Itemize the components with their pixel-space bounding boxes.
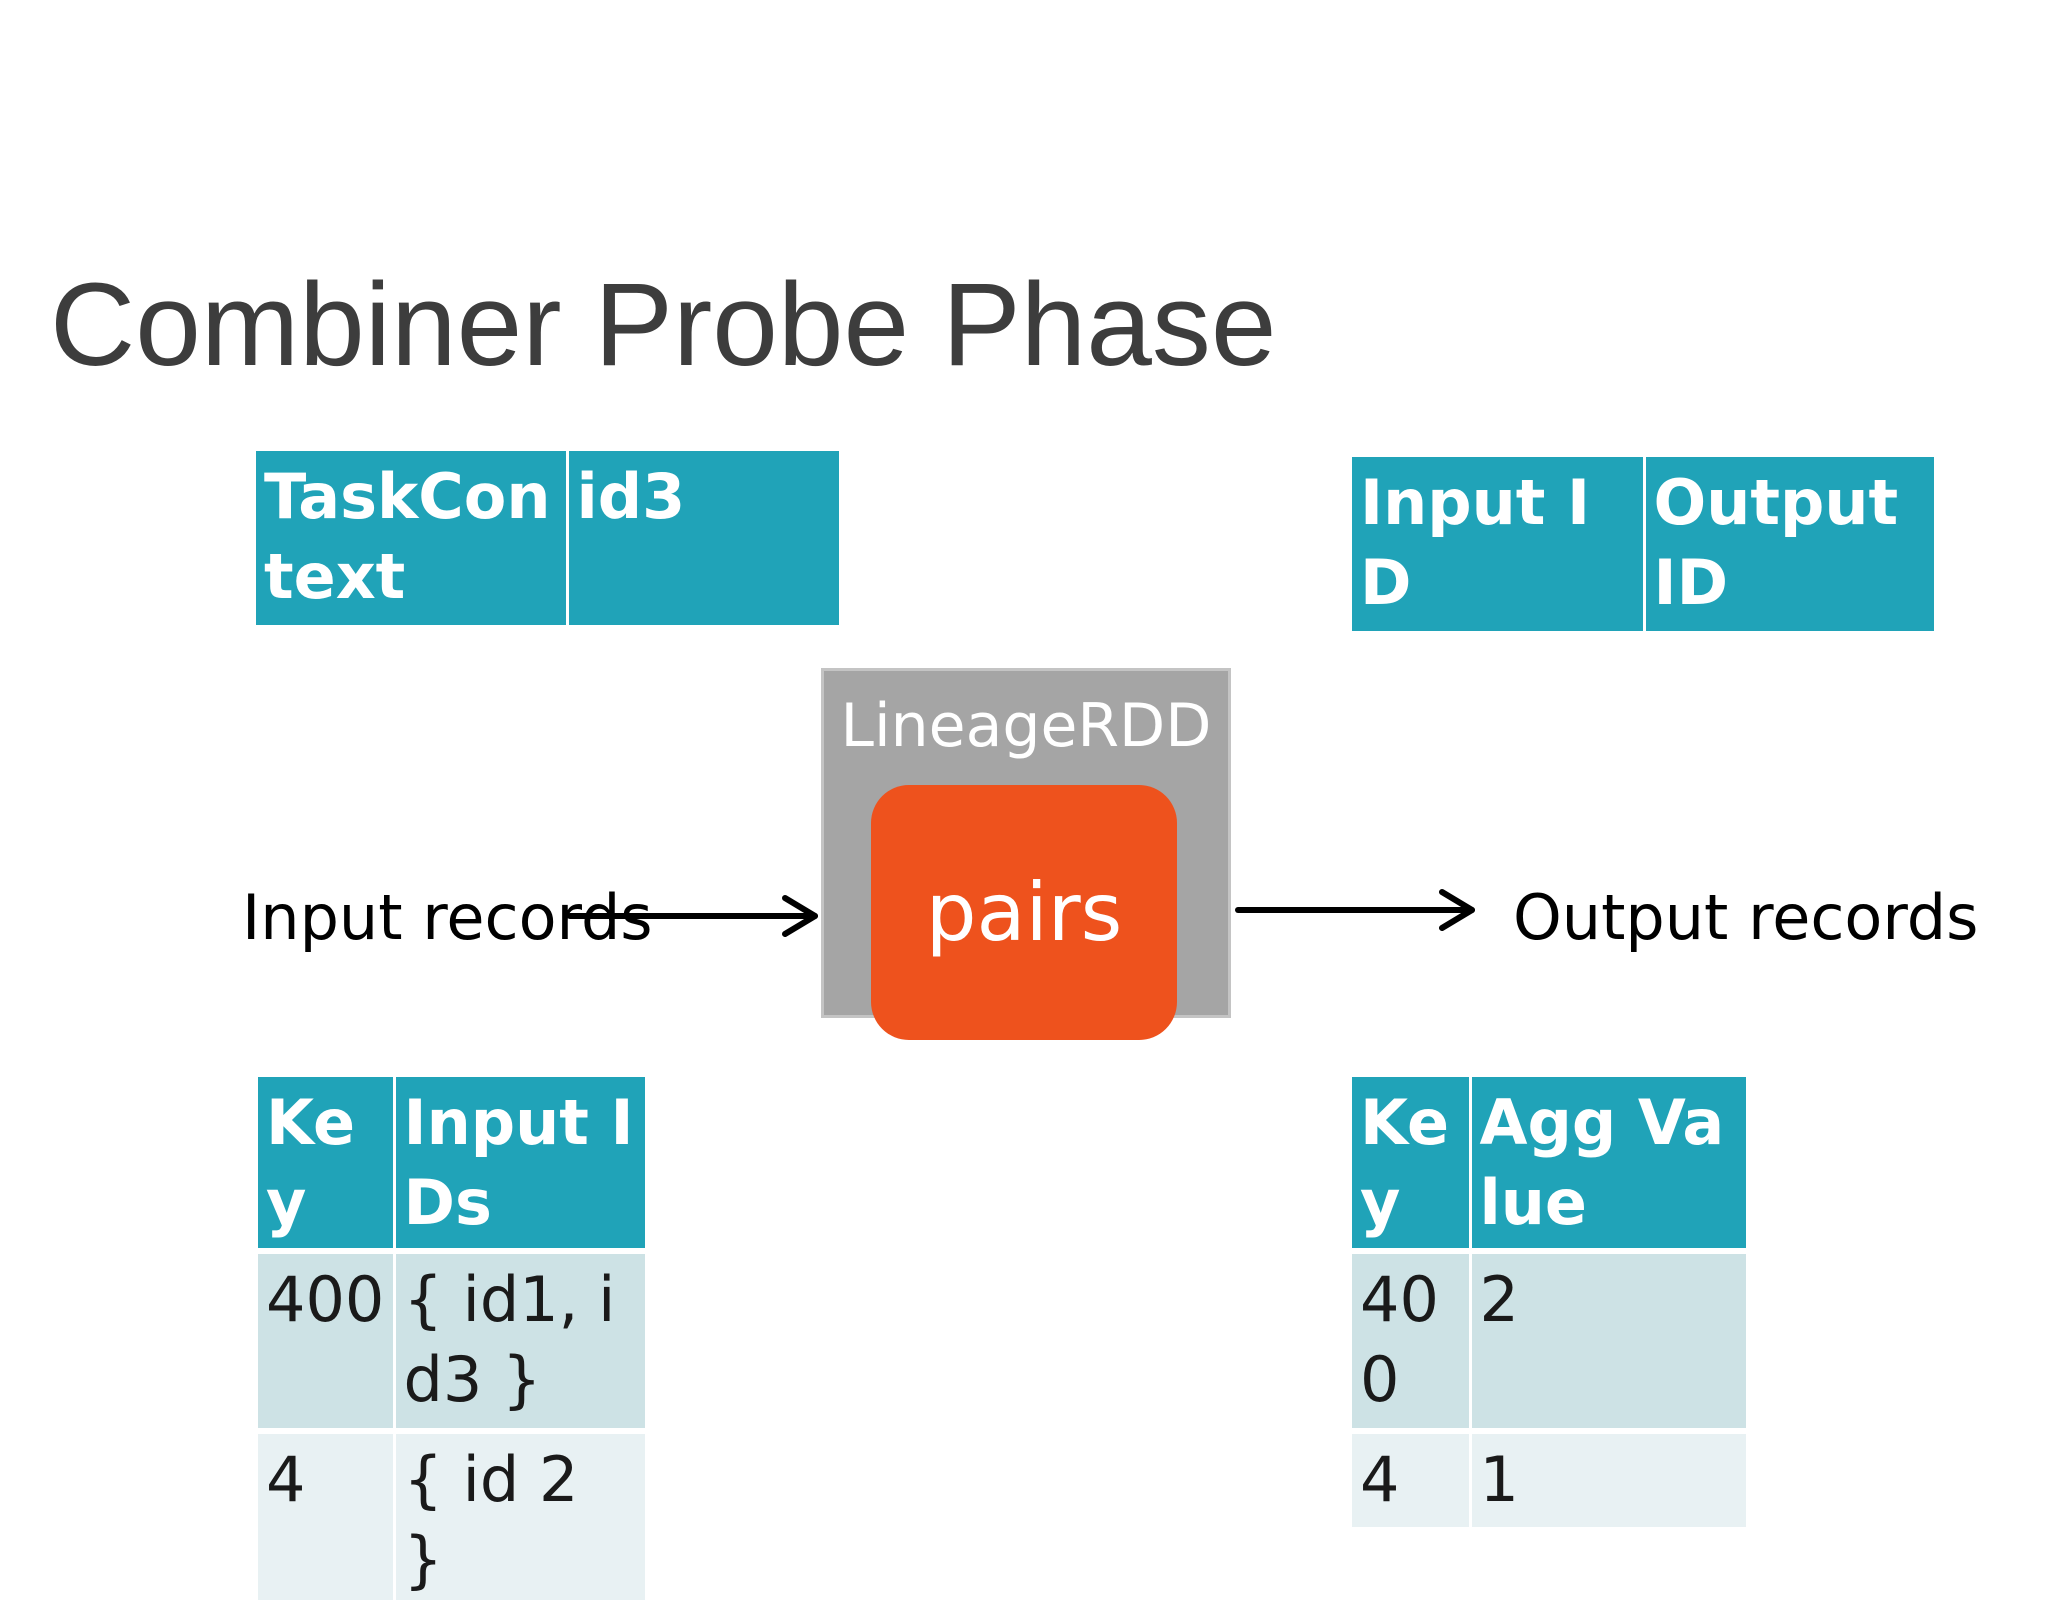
slide: Combiner Probe Phase TaskContext id3 Inp… <box>50 259 1979 1600</box>
key-cell: 4 <box>258 1428 394 1600</box>
input-output-id-table: Input ID Output ID <box>1352 457 1934 631</box>
table-row: 4 1 <box>1352 1428 1746 1527</box>
output-id-header: Output ID <box>1642 457 1934 631</box>
pairs-label: pairs <box>925 866 1123 959</box>
input-id-header: Input ID <box>1352 457 1644 631</box>
key-cell: 400 <box>258 1248 394 1431</box>
output-records-label: Output records <box>1513 881 1979 954</box>
input-arrow <box>567 895 818 937</box>
key-cell: 4 <box>1352 1428 1470 1527</box>
agg-value-cell: 2 <box>1468 1248 1746 1431</box>
task-context-header: TaskContext <box>256 451 567 625</box>
key-header: Key <box>258 1077 394 1251</box>
key-header: Key <box>1352 1077 1470 1251</box>
task-id-header: id3 <box>565 451 839 625</box>
table-row: 400 2 <box>1352 1248 1746 1431</box>
agg-value-header: Agg Value <box>1468 1077 1746 1251</box>
flow-arrows <box>567 889 1475 937</box>
input-ids-header: Input IDs <box>392 1077 645 1251</box>
input-ids-cell: { id 2 } <box>392 1428 645 1600</box>
lineage-rdd-label: LineageRDD <box>840 691 1212 761</box>
table-row: 400 { id1, id3 } <box>258 1248 645 1431</box>
agg-value-cell: 1 <box>1468 1428 1746 1527</box>
key-agg-value-table: Key Agg Value 400 2 4 1 <box>1352 1077 1746 1527</box>
slide-title: Combiner Probe Phase <box>50 259 1277 391</box>
key-cell: 400 <box>1352 1248 1470 1431</box>
pairs-box: pairs <box>871 785 1177 1040</box>
output-arrow <box>1235 889 1475 931</box>
task-context-table: TaskContext id3 <box>256 451 839 625</box>
table-row: 4 { id 2 } <box>258 1428 645 1600</box>
key-input-ids-table: Key Input IDs 400 { id1, id3 } 4 { id 2 … <box>258 1077 645 1600</box>
input-ids-cell: { id1, id3 } <box>392 1248 645 1431</box>
